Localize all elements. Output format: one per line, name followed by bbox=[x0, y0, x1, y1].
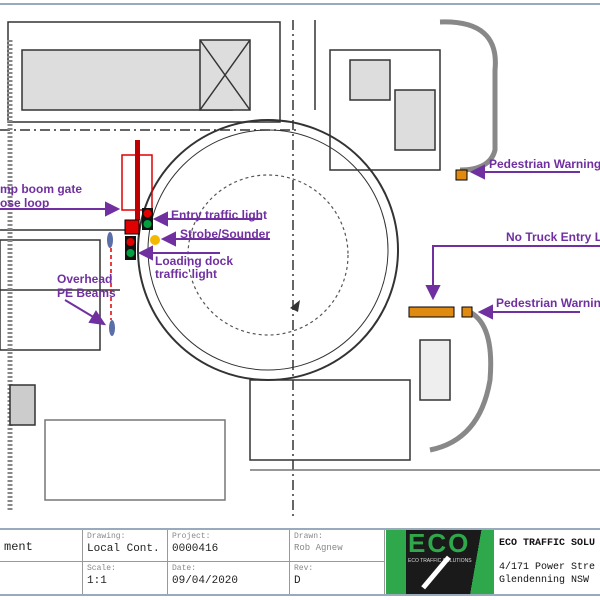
logo-subtitle: ECO TRAFFIC SOLUTIONS bbox=[408, 558, 472, 564]
floor-plan bbox=[0, 3, 600, 520]
entry-traffic-light-icon bbox=[142, 208, 153, 230]
pe-beam-icon bbox=[107, 232, 115, 336]
label-pedestrian-warning-bottom: Pedestrian Warning bbox=[496, 296, 600, 310]
address-line-1: 4/171 Power Stre bbox=[499, 562, 596, 573]
label-boom-gate: mp boom gate bbox=[0, 182, 83, 196]
rev-value: D bbox=[294, 575, 301, 587]
led-sign-icon bbox=[461, 306, 473, 318]
scale-caption: Scale: bbox=[87, 564, 116, 573]
label-no-truck-entry: No Truck Entry LE bbox=[506, 230, 600, 244]
project-value: 0000416 bbox=[172, 543, 219, 555]
scale-value: 1:1 bbox=[87, 575, 107, 587]
date-caption: Date: bbox=[172, 564, 197, 573]
label-overhead: Overhead bbox=[57, 272, 113, 286]
label-pedestrian-warning-top: Pedestrian Warning LE bbox=[489, 157, 600, 171]
label-loading-dock-light: traffic light bbox=[155, 267, 217, 281]
led-sign-icon bbox=[455, 169, 468, 181]
rev-caption: Rev: bbox=[294, 564, 314, 573]
drawing-caption: Drawing: bbox=[87, 532, 126, 541]
drawn-value: Rob Agnew bbox=[294, 543, 343, 553]
date-value: 09/04/2020 bbox=[172, 575, 239, 587]
title-cell: ment bbox=[0, 530, 83, 562]
led-sign-icon bbox=[408, 306, 455, 318]
loading-dock-traffic-light-icon bbox=[125, 236, 136, 260]
drawn-caption: Drawn: bbox=[294, 532, 323, 541]
title-block: ment Drawing: Local Cont. Scale: 1:1 Proje… bbox=[0, 528, 600, 596]
label-strobe-sounder: Strobe/Sounder bbox=[180, 227, 271, 241]
strobe-sounder-icon bbox=[150, 235, 160, 245]
company-name: ECO TRAFFIC SOLU bbox=[499, 538, 596, 549]
drawing-value: Local Cont. bbox=[87, 543, 160, 555]
annotation-arrows bbox=[0, 164, 600, 326]
label-entry-traffic-light: Entry traffic light bbox=[171, 208, 268, 222]
label-pe-beams: PE Beams bbox=[57, 286, 116, 300]
drawing-title: ment bbox=[4, 540, 33, 554]
eco-logo: ECO ECO TRAFFIC SOLUTIONS bbox=[386, 530, 494, 594]
label-boom-gate-loop: ose loop bbox=[0, 196, 50, 210]
label-loading-dock: Loading dock bbox=[155, 254, 233, 268]
address-line-2: Glendenning NSW bbox=[499, 575, 590, 586]
project-caption: Project: bbox=[172, 532, 211, 541]
logo-text: ECO bbox=[408, 530, 471, 558]
